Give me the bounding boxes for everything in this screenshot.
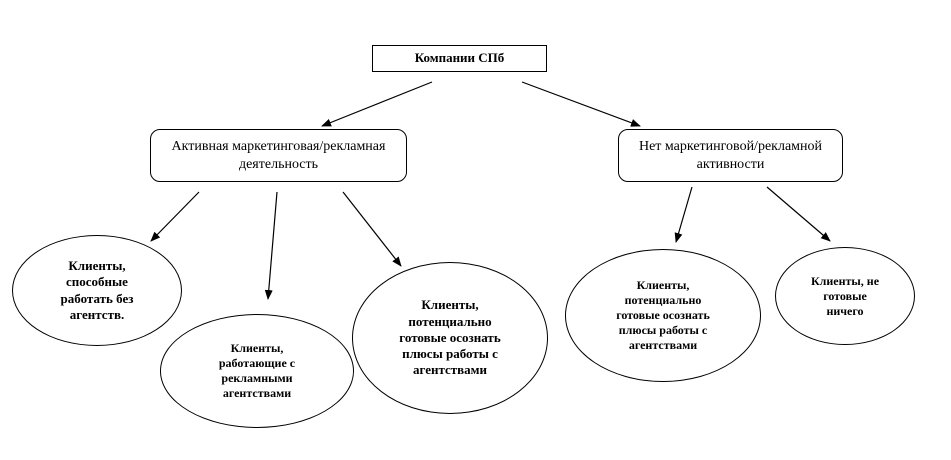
branch-inactive-node: Нет маркетинговой/рекламной активности: [618, 129, 843, 182]
leaf-not-ready: Клиенты, не готовые ничего: [775, 247, 915, 345]
arrow-inactive-to-leaf5: [766, 186, 831, 242]
leaf-potential-active-label: Клиенты, потенциально готовые осознать п…: [399, 297, 501, 378]
leaf-agency-clients-label: Клиенты, работающие с рекламными агентст…: [218, 341, 296, 400]
leaf-not-ready-label: Клиенты, не готовые ничего: [810, 273, 880, 318]
arrow-active-to-leaf1: [150, 191, 200, 242]
arrow-root-to-inactive: [521, 81, 641, 127]
root-label: Компании СПб: [414, 50, 505, 66]
branch-active-label: Активная маркетинговая/рекламная деятель…: [171, 139, 386, 172]
arrow-root-to-active: [321, 81, 433, 127]
leaf-self-sufficient: Клиенты, способные работать без агентств…: [12, 235, 182, 346]
leaf-agency-clients: Клиенты, работающие с рекламными агентст…: [160, 314, 354, 428]
leaf-self-sufficient-label: Клиенты, способные работать без агентств…: [60, 258, 134, 322]
arrow-inactive-to-leaf4: [674, 186, 693, 243]
arrow-active-to-leaf2: [264, 191, 278, 300]
leaf-potential-inactive-label: Клиенты, потенциально готовые осознать п…: [616, 278, 710, 352]
branch-active-node: Активная маркетинговая/рекламная деятель…: [150, 129, 407, 182]
leaf-potential-inactive: Клиенты, потенциально готовые осознать п…: [565, 249, 761, 382]
arrow-active-to-leaf3: [342, 191, 402, 267]
branch-inactive-label: Нет маркетинговой/рекламной активности: [638, 139, 823, 172]
root-node: Компании СПб: [372, 45, 547, 72]
leaf-potential-active: Клиенты, потенциально готовые осознать п…: [352, 262, 548, 414]
